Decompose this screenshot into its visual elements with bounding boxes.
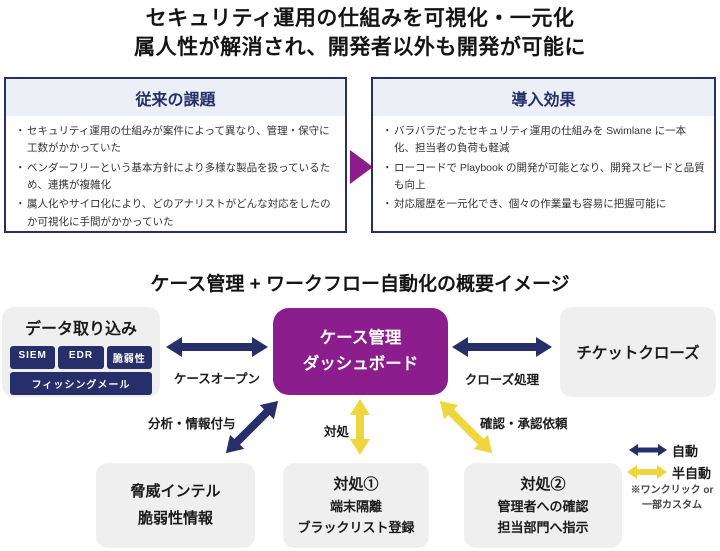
action2-box: 対処② 管理者への確認 担当部門へ指示 bbox=[464, 463, 622, 548]
ticket-close-box: チケットクローズ bbox=[560, 307, 716, 397]
tag-phishing-mail: フィッシングメール bbox=[10, 372, 152, 395]
case-open-label: ケースオープン bbox=[173, 372, 261, 386]
close-process-label: クローズ処理 bbox=[464, 373, 540, 387]
legend-semi-auto-label: 半自動 bbox=[672, 466, 712, 481]
action-label: 対処 bbox=[324, 425, 350, 439]
bullet-item: セキュリティ運用の仕組みが案件によって異なり、管理・保守に工数がかかっていた bbox=[15, 123, 336, 158]
data-ingest-box: データ取り込み SIEM EDR 脆弱性 フィッシングメール bbox=[2, 307, 160, 397]
card-previous-issues-title: 従来の課題 bbox=[6, 79, 345, 116]
case-dashboard-box: ケース管理 ダッシュボード bbox=[273, 308, 448, 395]
ticket-close-label: チケットクローズ bbox=[576, 345, 700, 362]
confirm-label: 確認・承認依頼 bbox=[480, 417, 568, 431]
action2-title: 対処② bbox=[520, 476, 566, 494]
bullet-item: ローコードで Playbook の開発が可能となり、開発スピードと品質も向上 bbox=[382, 160, 705, 195]
page-title-line2: 属人性が解消され、開発者以外も開発が可能に bbox=[134, 36, 586, 59]
data-ingest-tag-row2: フィッシングメール bbox=[10, 372, 152, 395]
data-ingest-tag-row1: SIEM EDR 脆弱性 bbox=[10, 346, 152, 369]
bullet-item: 対応履歴を一元化でき、個々の作業量も容易に把握可能に bbox=[382, 196, 705, 214]
legend-note-line1: ※ワンクリック or bbox=[630, 485, 714, 496]
legend-semi-auto-arrow-icon bbox=[627, 465, 667, 479]
card-introduction-effects-title: 導入効果 bbox=[373, 79, 714, 116]
transition-triangle-icon bbox=[350, 150, 373, 184]
diagram-title: ケース管理 + ワークフロー自動化の概要イメージ bbox=[150, 274, 570, 295]
case-dashboard-line2: ダッシュボード bbox=[302, 354, 419, 373]
legend-note: ※ワンクリック or 一部カスタム bbox=[622, 484, 720, 513]
page-title-line1: セキュリティ運用の仕組みを可視化・一元化 bbox=[145, 7, 575, 30]
action2-line1: 管理者への確認 bbox=[497, 499, 589, 515]
tag-edr: EDR bbox=[58, 346, 104, 369]
page-title: セキュリティ運用の仕組みを可視化・一元化 属人性が解消され、開発者以外も開発が可… bbox=[0, 4, 720, 62]
legend-note-line2: 一部カスタム bbox=[642, 499, 702, 511]
close-process-double-arrow-icon bbox=[452, 337, 552, 357]
confirm-double-arrow-icon bbox=[439, 400, 493, 454]
card-introduction-effects: 導入効果 バラバラだったセキュリティ運用の仕組みを Swimlane に一本化、… bbox=[371, 77, 716, 233]
bullet-item: バラバラだったセキュリティ運用の仕組みを Swimlane に一本化、担当者の負… bbox=[382, 123, 705, 158]
analysis-label: 分析・情報付与 bbox=[148, 417, 236, 431]
threat-intel-box: 脅威インテル 脆弱性情報 bbox=[96, 463, 255, 548]
action-double-arrow-icon bbox=[350, 399, 370, 455]
action1-title: 対処① bbox=[333, 476, 379, 494]
card-introduction-effects-list: バラバラだったセキュリティ運用の仕組みを Swimlane に一本化、担当者の負… bbox=[373, 116, 714, 223]
bullet-item: 属人化やサイロ化により、どのアナリストがどんな対応をしたのか可視化に手間がかかっ… bbox=[15, 196, 336, 231]
card-previous-issues: 従来の課題 セキュリティ運用の仕組みが案件によって異なり、管理・保守に工数がかか… bbox=[4, 77, 347, 233]
threat-intel-line1: 脅威インテル bbox=[130, 483, 221, 501]
bullet-item: ベンダーフリーという基本方針により多様な製品を扱っているため、連携が複雑化 bbox=[15, 160, 336, 195]
action1-line1: 端末隔離 bbox=[329, 499, 382, 515]
analysis-double-arrow-icon bbox=[225, 400, 279, 454]
card-previous-issues-list: セキュリティ運用の仕組みが案件によって異なり、管理・保守に工数がかかっていた ベ… bbox=[6, 116, 345, 240]
legend-auto-arrow-icon bbox=[629, 444, 667, 456]
tag-siem: SIEM bbox=[10, 346, 56, 369]
action2-line2: 担当部門へ指示 bbox=[497, 519, 589, 535]
data-ingest-title: データ取り込み bbox=[24, 321, 137, 338]
action1-box: 対処① 端末隔離 ブラックリスト登録 bbox=[283, 463, 429, 548]
action1-line2: ブラックリスト登録 bbox=[297, 519, 415, 535]
case-open-double-arrow-icon bbox=[166, 337, 268, 357]
threat-intel-line2: 脆弱性情報 bbox=[137, 509, 213, 527]
legend-auto-label: 自動 bbox=[672, 444, 699, 459]
case-dashboard-line1: ケース管理 bbox=[319, 328, 402, 347]
tag-vulnerability: 脆弱性 bbox=[106, 346, 152, 369]
